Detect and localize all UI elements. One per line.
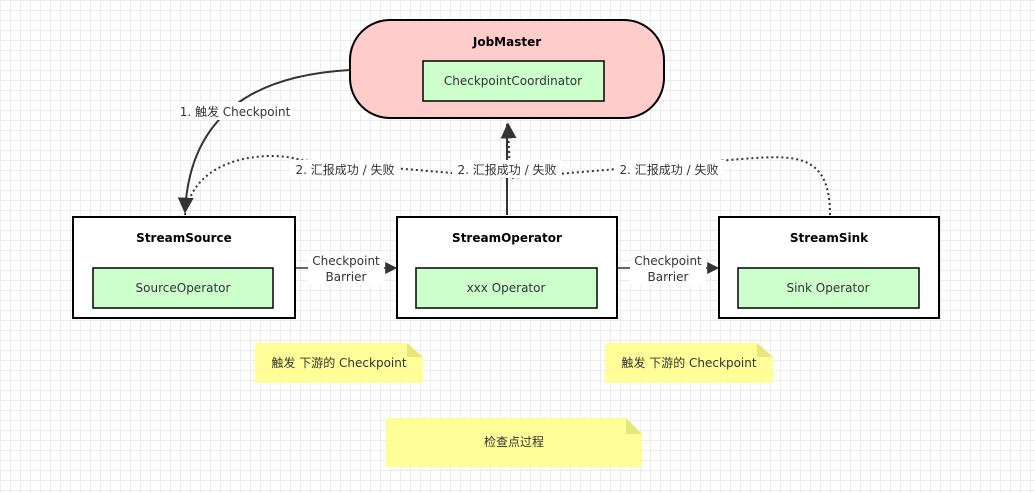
checkpoint-coordinator-box: [422, 60, 605, 102]
edge-label-bg: [452, 160, 562, 178]
edge-label-barrier-1-line1: Checkpoint: [312, 254, 380, 268]
xxx-operator-label: xxx Operator: [467, 281, 546, 295]
source-operator-box: [92, 267, 274, 309]
note-trigger-downstream-1: 触发 下游的 Checkpoint: [255, 343, 423, 383]
note-caption: 检查点过程: [386, 418, 642, 467]
node-job-master: JobMaster CheckpointCoordinator: [349, 19, 665, 119]
node-stream-operator: StreamOperator xxx Operator: [396, 216, 618, 319]
edge-label-barrier-2-line1: Checkpoint: [634, 254, 702, 268]
sink-operator-box: [737, 267, 920, 309]
edge-label-trigger: 1. 触发 Checkpoint: [180, 104, 291, 119]
node-title: StreamSink: [790, 231, 869, 245]
edge-trigger: [177, 69, 351, 214]
edge-report-up: [500, 122, 517, 179]
checkpoint-coordinator-label: CheckpointCoordinator: [444, 74, 582, 88]
edge-label-bg: [614, 160, 724, 178]
node-title: StreamSource: [136, 231, 232, 245]
note-text: 触发 下游的 Checkpoint: [621, 355, 756, 370]
node-stream-source: StreamSource SourceOperator: [72, 216, 296, 319]
node-title: StreamOperator: [452, 231, 562, 245]
edge-label-report-operator: 2. 汇报成功 / 失败: [458, 162, 557, 177]
sink-operator-label: Sink Operator: [786, 281, 869, 295]
xxx-operator-box: [415, 267, 598, 309]
edge-label-report-source: 2. 汇报成功 / 失败: [296, 162, 395, 177]
edge-label-bg: [630, 253, 706, 285]
node-title: JobMaster: [472, 35, 541, 49]
edge-label-report-sink: 2. 汇报成功 / 失败: [620, 162, 719, 177]
edge-label-barrier-2-line2: Barrier: [648, 270, 689, 284]
note-text: 触发 下游的 Checkpoint: [271, 355, 406, 370]
caption-text: 检查点过程: [484, 434, 544, 449]
edge-label-bg: [308, 253, 384, 285]
node-stream-sink: StreamSink Sink Operator: [718, 216, 940, 319]
source-operator-label: SourceOperator: [136, 281, 231, 295]
edge-report-sink: [509, 156, 831, 216]
note-trigger-downstream-2: 触发 下游的 Checkpoint: [605, 343, 773, 383]
edge-label-bg: [290, 160, 400, 178]
edge-label-barrier-1-line2: Barrier: [326, 270, 367, 284]
edge-label-bg: [175, 102, 295, 120]
